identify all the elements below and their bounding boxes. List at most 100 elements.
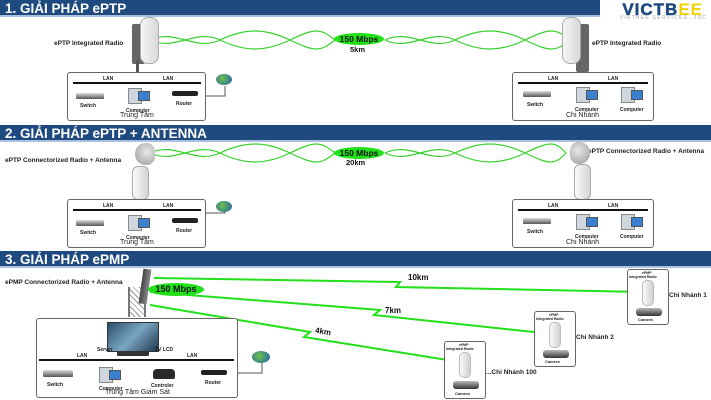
distance-label: 20km (346, 158, 366, 167)
device-label: Switch (527, 102, 544, 108)
site-trung-tam: LAN LAN Switch Computer Router Trung Tâm (67, 199, 206, 248)
camera-icon (636, 308, 662, 316)
site-chi-nhanh: LAN LAN Switch Computer Computer Chi Nhá… (512, 72, 654, 121)
branch-box-chi-nhanh-1: ePMP Integrated Radio Camera (627, 269, 669, 325)
lan-label: LAN (608, 76, 619, 82)
lan-label: LAN (163, 203, 174, 209)
lan-label: LAN (103, 203, 114, 209)
camera-label: Camera (545, 359, 560, 364)
branch-name: ...Chi Nhánh 100 (486, 369, 537, 376)
router-icon (172, 218, 198, 223)
lan-bus (518, 82, 648, 84)
radio-label: ePMP Connectorized Radio + Antenna (5, 279, 123, 286)
lan-label: LAN (187, 353, 198, 359)
epmp-radio-icon (642, 280, 654, 306)
radio-cable (136, 60, 139, 80)
site-name: Trung Tâm (120, 112, 154, 119)
logo-brand-left: VICTB (622, 0, 679, 19)
speed-badge: 150 Mbps (334, 147, 384, 159)
radio-label: Integrated Radio (446, 347, 474, 351)
site-trung-tam-giam-sat: Server TV LCD LAN LAN Switch Computer Co… (36, 318, 238, 398)
device-label: Switch (47, 382, 64, 388)
right-radio-label: ePTP Connectorized Radio + Antenna (588, 148, 705, 155)
wireless-link-2 (149, 143, 567, 163)
internet-globe-icon (216, 201, 232, 212)
device-label: Router (205, 380, 222, 386)
radio-label: Integrated Radio (629, 275, 657, 279)
device-label: Controler (151, 383, 174, 389)
computer-icon (621, 87, 643, 103)
section-3-header: 3. GIẢI PHÁP ePMP (0, 251, 711, 268)
device-label: Computer (575, 107, 599, 113)
epmp-radio-icon (459, 352, 471, 378)
dish-antenna-icon (570, 142, 590, 164)
router-icon (172, 91, 198, 96)
camera-label: Camera (638, 317, 653, 322)
internet-globe-icon (252, 351, 270, 363)
section-1-header: 1. GIẢI PHÁP ePTP (0, 0, 600, 17)
computer-icon (576, 87, 598, 103)
tv-lcd-icon (107, 322, 159, 352)
wireless-link-1 (149, 30, 571, 50)
branch-name: Chi Nhánh 2 (576, 334, 614, 341)
device-label: Switch (527, 229, 544, 235)
lan-bus (73, 209, 201, 211)
device-label: Computer (126, 235, 150, 241)
lan-bus (39, 359, 234, 361)
right-radio-label: ePTP Integrated Radio (592, 40, 662, 47)
tv-label: TV LCD (155, 347, 174, 353)
site-name: Trung Tâm (120, 239, 154, 246)
device-label: Computer (575, 234, 599, 240)
eptp-radio-icon (140, 17, 159, 64)
section-2-header: 2. GIẢI PHÁP ePTP + ANTENNA (0, 125, 711, 142)
dish-antenna-icon (135, 143, 155, 165)
device-label: Computer (126, 108, 150, 114)
left-radio-label: ePTP Connectorized Radio + Antenna (5, 157, 122, 164)
computer-icon (99, 367, 121, 383)
radio-label: ePMP (549, 313, 559, 317)
radio-label: Integrated Radio (536, 317, 564, 321)
branch-box-chi-nhanh-2: ePMP Integrated Radio Camera (534, 311, 576, 367)
lan-label: LAN (548, 76, 559, 82)
server-label: Server (97, 347, 113, 353)
device-label: Computer (99, 386, 123, 392)
eptp-radio-icon (562, 17, 581, 64)
site-trung-tam: LAN LAN Switch Computer Router Trung Tâm (67, 72, 206, 121)
lan-label: LAN (163, 76, 174, 82)
internet-globe-icon (216, 74, 232, 85)
lan-label: LAN (77, 353, 88, 359)
computer-icon (128, 88, 150, 104)
radio-label: ePMP (642, 271, 652, 275)
branch-name: Chi Nhánh 1 (669, 292, 707, 299)
branch-box-chi-nhanh-100: ePMP Integrated Radio Camera (444, 341, 486, 399)
site-name: Chi Nhánh (566, 239, 600, 246)
camera-label: Camera (455, 391, 470, 396)
controller-icon (153, 369, 175, 379)
speed-badge: 150 Mbps (334, 33, 384, 45)
camera-icon (453, 381, 479, 389)
speed-badge: 150 Mbps (148, 283, 204, 296)
distance-label: 5km (350, 45, 366, 54)
site-name: Chi Nhánh (566, 112, 600, 119)
link-chi-nhanh-2 (149, 291, 553, 335)
epmp-radio-icon (549, 322, 561, 348)
switch-icon (523, 91, 551, 97)
lan-bus (73, 82, 201, 84)
left-radio-label: ePTP Integrated Radio (54, 40, 124, 47)
device-label: Switch (80, 103, 97, 109)
device-label: Computer (620, 107, 644, 113)
computer-icon (621, 214, 643, 230)
server-icon (117, 351, 149, 356)
radio-label: ePMP (459, 343, 469, 347)
lan-bus (518, 209, 648, 211)
device-label: Router (176, 228, 193, 234)
link-chi-nhanh-1 (153, 277, 646, 293)
vietbee-logo: VICTBEE VIETBEE SERVICES.,JSC (606, 0, 711, 22)
lan-label: LAN (103, 76, 114, 82)
switch-icon (523, 218, 551, 224)
camera-icon (543, 350, 569, 358)
switch-icon (76, 93, 104, 99)
site-name: Trung Tâm Giám Sát (105, 389, 170, 396)
computer-icon (128, 215, 150, 231)
connectorized-radio-icon (574, 164, 591, 200)
